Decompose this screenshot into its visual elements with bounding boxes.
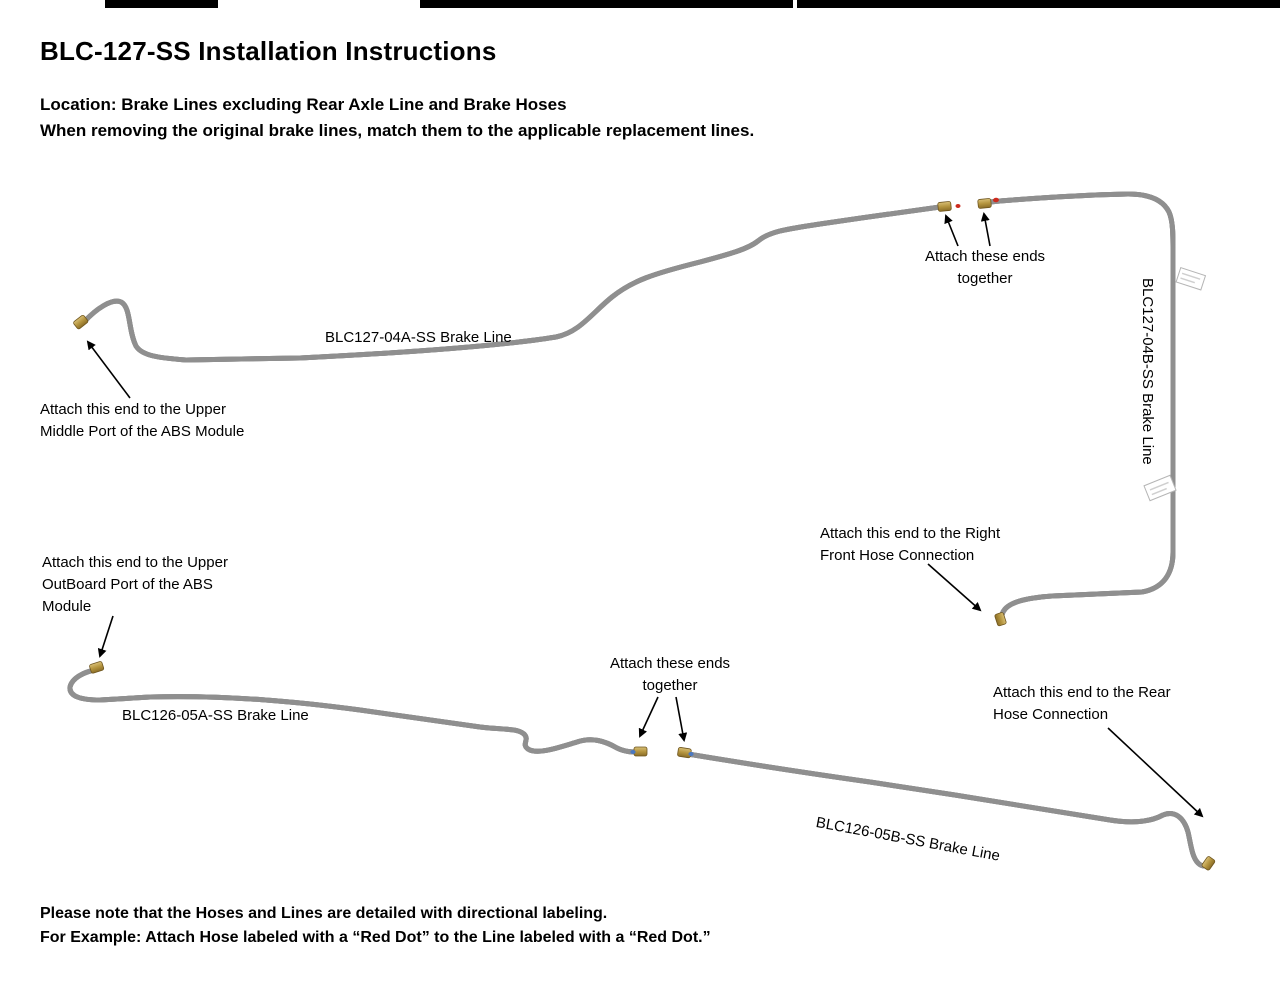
- label-right-front-hose: Attach this end to the Right Front Hose …: [820, 525, 1001, 564]
- label-attach-top: Attach these ends together: [924, 248, 1046, 287]
- top-artifact-bar-3: [797, 0, 1280, 8]
- top-artifact-bar-2: [420, 0, 793, 8]
- red-dot-mark: [955, 204, 961, 208]
- arrow-attach-top-right: [980, 212, 991, 247]
- location-line: Location: Brake Lines excluding Rear Axl…: [40, 95, 567, 114]
- brake-line-05b: [685, 751, 1213, 866]
- brake-line-04b: [987, 191, 1207, 621]
- page-title: BLC-127-SS Installation Instructions: [40, 36, 497, 66]
- label-line-05a: BLC126-05A-SS Brake Line: [122, 707, 309, 724]
- fitting-04b-left: [977, 198, 992, 209]
- arrow-right-front: [927, 563, 982, 612]
- footer-example: For Example: Attach Hose labeled with a …: [40, 929, 711, 946]
- instruction-line: When removing the original brake lines, …: [40, 121, 755, 140]
- label-abs-middle-port: Attach this end to the Upper Middle Port…: [40, 401, 245, 440]
- label-abs-outboard-port: Attach this end to the Upper OutBoard Po…: [42, 554, 228, 615]
- arrow-attach-top-left: [944, 214, 959, 247]
- fitting-05b-right: [1201, 856, 1216, 871]
- brake-line-05a: [70, 667, 638, 755]
- line-id-tag: [1175, 267, 1207, 291]
- arrow-attach-mid-left: [638, 696, 659, 738]
- red-dot-mark: [993, 197, 999, 203]
- label-attach-mid: Attach these ends together: [609, 655, 731, 694]
- label-rear-hose: Attach this end to the Rear Hose Connect…: [993, 684, 1171, 723]
- footer-note: Please note that the Hoses and Lines are…: [40, 905, 608, 922]
- arrow-abs-middle: [86, 340, 131, 399]
- fitting-04a-right: [937, 201, 952, 212]
- fitting-05a-left: [89, 661, 105, 674]
- line-id-tag: [1143, 474, 1177, 502]
- top-artifact-bar-1: [105, 0, 218, 8]
- label-line-04b: BLC127-04B-SS Brake Line: [1139, 278, 1156, 465]
- blue-dot-mark: [688, 751, 694, 757]
- label-line-04a: BLC127-04A-SS Brake Line: [325, 329, 512, 346]
- annotation-arrows: [86, 212, 1204, 818]
- arrow-attach-mid-right: [675, 696, 688, 742]
- fitting-04a-left: [73, 314, 89, 330]
- brake-line-04a: [81, 204, 943, 363]
- blue-dot-mark: [630, 750, 636, 754]
- fitting-05a-right: [633, 746, 648, 757]
- fitting-04b-bottom: [994, 612, 1007, 627]
- brass-fittings: [73, 197, 1216, 871]
- arrow-rear-hose: [1107, 727, 1204, 818]
- arrow-abs-outboard: [97, 615, 114, 658]
